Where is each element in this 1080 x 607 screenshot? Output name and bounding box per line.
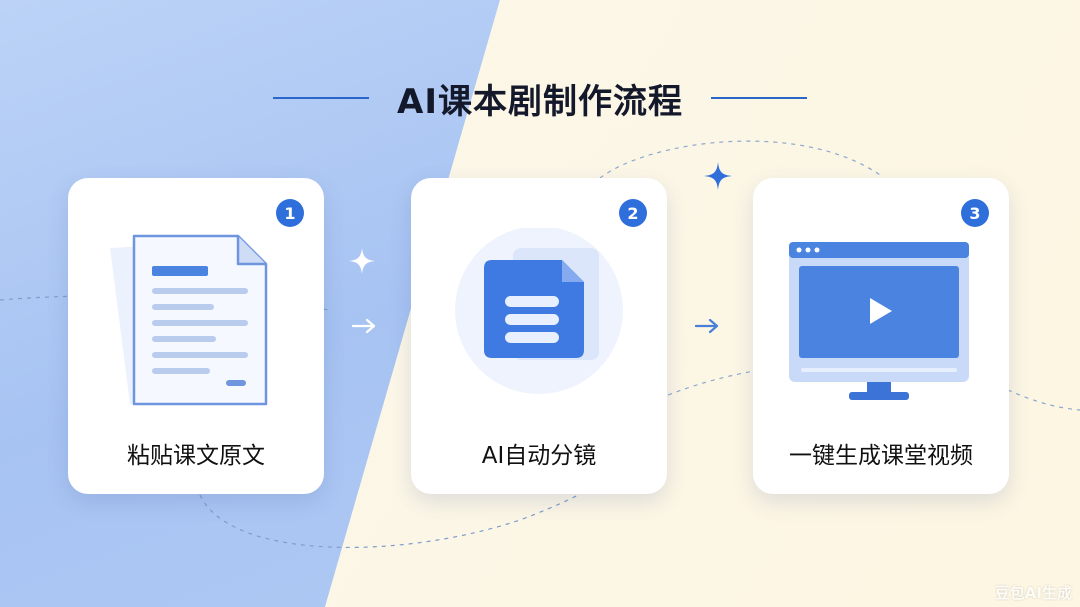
title-bar: AI课本剧制作流程 [0, 70, 1080, 126]
step-label: 粘贴课文原文 [127, 443, 265, 469]
step-label: 一键生成课堂视频 [789, 443, 973, 469]
arrow-right-icon [352, 318, 376, 334]
watermark-text: 豆包AI生成 [994, 584, 1072, 602]
sparkle-icon [704, 162, 732, 190]
step-card-ai-storyboard: 2 AI自动分镜 [411, 178, 667, 494]
page-title: AI课本剧制作流程 [397, 81, 683, 122]
document-icon [110, 234, 268, 406]
step-card-generate-video: 3 一键生成课堂视频 [753, 178, 1009, 494]
step-number-badge: 3 [961, 199, 989, 227]
step-card-paste-text: 1 粘贴课文原文 [68, 178, 324, 494]
step-number-badge: 2 [619, 199, 647, 227]
step-label: AI自动分镜 [481, 443, 597, 469]
storyboard-doc-icon [455, 228, 623, 394]
arrow-right-icon [695, 318, 719, 334]
video-monitor-icon [789, 242, 969, 400]
sparkle-icon [349, 248, 375, 274]
title-line-left [273, 97, 370, 99]
step-number-badge: 1 [276, 199, 304, 227]
title-line-right [710, 97, 807, 99]
